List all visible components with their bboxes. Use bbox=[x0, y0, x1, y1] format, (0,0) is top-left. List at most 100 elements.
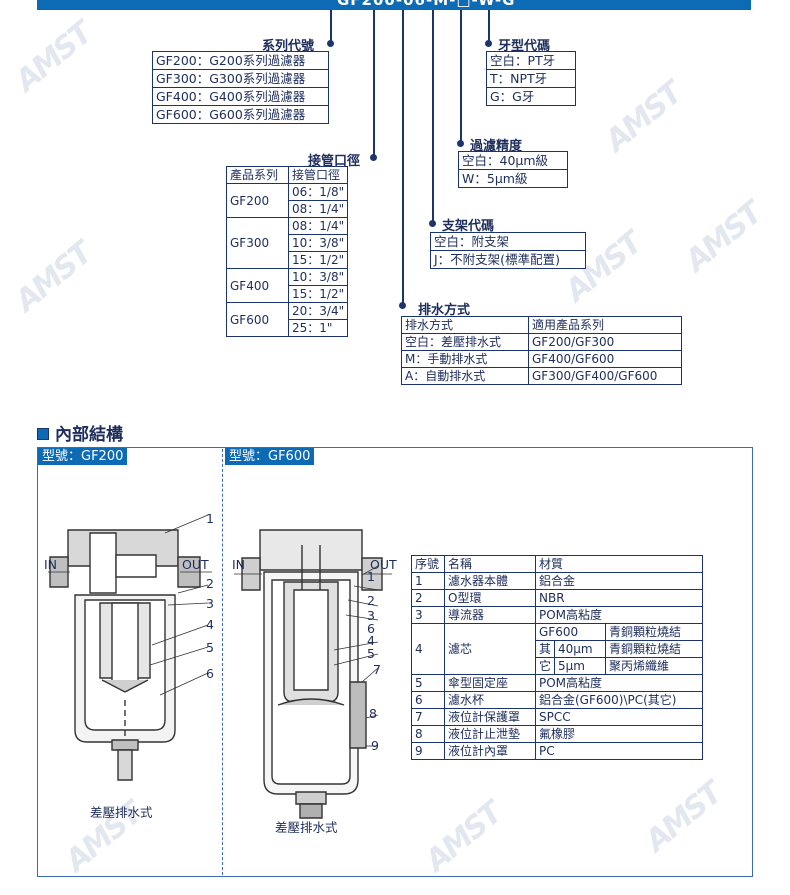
connector-dot bbox=[370, 154, 377, 161]
drain-type-title: 排水方式 bbox=[418, 303, 471, 318]
left-callout: 6 bbox=[206, 666, 214, 681]
watermark: AMST bbox=[678, 196, 769, 279]
parts-table: 序號 名稱 材質 1 濾水器本體 鋁合金 2 O型環 NBR 3 導流器 POM… bbox=[411, 555, 703, 760]
connector-dot bbox=[327, 40, 334, 47]
parts-no: 6 bbox=[411, 691, 445, 709]
parts-name: O型環 bbox=[444, 589, 536, 607]
parts-sub-cell: 40μm bbox=[554, 640, 607, 658]
gf200-cross-section-diagram bbox=[48, 514, 212, 781]
port-size-cell: 15：1/2" bbox=[287, 251, 349, 269]
port-size-table: 產品系列 接管口徑 GF200 06：1/8" 08：1/4" GF300 08… bbox=[226, 166, 349, 337]
parts-material: POM高粘度 bbox=[535, 674, 703, 692]
parts-no: 4 bbox=[411, 623, 445, 675]
connector-dot bbox=[485, 40, 492, 47]
left-callout: 5 bbox=[206, 640, 214, 655]
connector-line bbox=[488, 10, 490, 44]
drain-type-cell: GF200/GF300 bbox=[528, 333, 682, 351]
bracket-code-row: J：不附支架(標準配置) bbox=[434, 252, 560, 267]
parts-no: 3 bbox=[411, 606, 445, 624]
right-callout: 2 bbox=[367, 593, 375, 608]
port-size-cell: 20：3/4" bbox=[287, 302, 349, 320]
parts-no: 2 bbox=[411, 589, 445, 607]
parts-material: 氟橡膠 bbox=[535, 725, 703, 743]
right-callout: 7 bbox=[373, 662, 381, 677]
parts-sub-cell: 5μm bbox=[554, 657, 607, 675]
parts-no: 1 bbox=[411, 572, 445, 590]
parts-sub-cell: GF600 bbox=[534, 623, 607, 641]
right-callout: 6 bbox=[367, 621, 375, 636]
left-callout: 3 bbox=[206, 596, 214, 611]
left-callout: 4 bbox=[206, 617, 214, 632]
parts-sub-cell: 聚丙烯纖維 bbox=[605, 657, 703, 675]
watermark: AMST bbox=[598, 76, 689, 159]
port-size-cell: 15：1/2" bbox=[287, 285, 349, 303]
right-out-label: OUT bbox=[370, 557, 397, 572]
connector-line bbox=[373, 10, 375, 158]
section-title: 內部結構 bbox=[55, 425, 123, 445]
parts-sub-cell: 青銅顆粒燒結 bbox=[605, 623, 703, 641]
bracket-code-row: 空白：附支架 bbox=[431, 233, 585, 251]
filter-precision-row: 空白：40μm級 bbox=[459, 152, 567, 170]
parts-header: 材質 bbox=[535, 555, 703, 573]
parts-no: 7 bbox=[411, 708, 445, 726]
parts-name: 導流器 bbox=[444, 606, 536, 624]
bracket-code-box: 空白：附支架 J：不附支架(標準配置) bbox=[430, 232, 586, 269]
parts-sub-cell: 它 bbox=[534, 657, 556, 675]
gf600-cross-section-diagram bbox=[234, 529, 392, 819]
model-code-banner: GF200-06-M-□-W-G bbox=[37, 0, 751, 10]
parts-name: 液位計保護罩 bbox=[444, 708, 536, 726]
filter-precision-box: 空白：40μm級 W：5μm級 bbox=[458, 151, 568, 188]
connector-dot bbox=[399, 302, 406, 309]
parts-name: 濾芯 bbox=[444, 623, 536, 675]
series-code-row: GF600：G600系列過濾器 bbox=[156, 107, 306, 122]
thread-type-title: 牙型代碼 bbox=[498, 39, 551, 54]
thread-type-row: G：G牙 bbox=[490, 89, 535, 104]
parts-name: 液位計止泄墊 bbox=[444, 725, 536, 743]
parts-sub-cell: 青銅顆粒燒結 bbox=[605, 640, 703, 658]
parts-sub-cell: 其 bbox=[534, 640, 556, 658]
drain-type-table: 排水方式 適用產品系列 空白：差壓排水式 GF200/GF300 M：手動排水式… bbox=[401, 316, 682, 385]
port-size-title: 接管口徑 bbox=[308, 154, 361, 169]
port-size-cell: 10：3/8" bbox=[287, 268, 349, 286]
parts-material: POM高粘度 bbox=[535, 606, 703, 624]
model-code: GF200-06-M-□-W-G bbox=[337, 0, 516, 9]
right-callout: 8 bbox=[369, 706, 377, 721]
series-code-title: 系列代號 bbox=[262, 39, 315, 54]
port-size-cell: 10：3/8" bbox=[287, 234, 349, 252]
parts-name: 液位計內罩 bbox=[444, 742, 536, 760]
drain-type-header: 排水方式 bbox=[401, 316, 529, 334]
left-out-label: OUT bbox=[182, 557, 209, 572]
section-marker-icon bbox=[37, 428, 49, 440]
drain-type-cell: 空白：差壓排水式 bbox=[401, 333, 529, 351]
watermark: AMST bbox=[8, 236, 99, 319]
parts-header: 序號 bbox=[411, 555, 445, 573]
left-callout: 2 bbox=[206, 576, 214, 591]
right-callout: 3 bbox=[367, 608, 375, 623]
series-code-row: GF200：G200系列過濾器 bbox=[153, 52, 328, 70]
right-in-label: IN bbox=[232, 557, 246, 572]
parts-material: SPCC bbox=[535, 708, 703, 726]
port-size-cell: 06：1/8" bbox=[287, 183, 349, 201]
structure-frame bbox=[37, 447, 753, 877]
right-caption: 差壓排水式 bbox=[275, 820, 338, 835]
connector-line bbox=[460, 10, 462, 144]
port-size-series: GF400 bbox=[226, 268, 289, 303]
thread-type-box: 空白：PT牙 T：NPT牙 G：G牙 bbox=[486, 51, 576, 106]
right-callout: 5 bbox=[367, 646, 375, 661]
port-size-series: GF600 bbox=[226, 302, 289, 337]
port-size-header: 接管口徑 bbox=[287, 166, 349, 184]
drain-type-cell: A：自動排水式 bbox=[401, 367, 529, 385]
series-code-row: GF300：G300系列過濾器 bbox=[153, 70, 328, 88]
parts-no: 9 bbox=[411, 742, 445, 760]
right-callout: 4 bbox=[367, 633, 375, 648]
watermark: AMST bbox=[8, 16, 99, 99]
port-size-series: GF300 bbox=[226, 217, 289, 269]
right-model-tag: 型號：GF600 bbox=[225, 448, 315, 465]
port-size-series: GF200 bbox=[226, 183, 289, 218]
drain-type-cell: GF300/GF400/GF600 bbox=[528, 367, 682, 385]
connector-dot bbox=[429, 220, 436, 227]
drain-type-cell: M：手動排水式 bbox=[401, 350, 529, 368]
series-code-box: GF200：G200系列過濾器 GF300：G300系列過濾器 GF400：G4… bbox=[152, 51, 329, 124]
parts-name: 濾水杯 bbox=[444, 691, 536, 709]
parts-no: 5 bbox=[411, 674, 445, 692]
